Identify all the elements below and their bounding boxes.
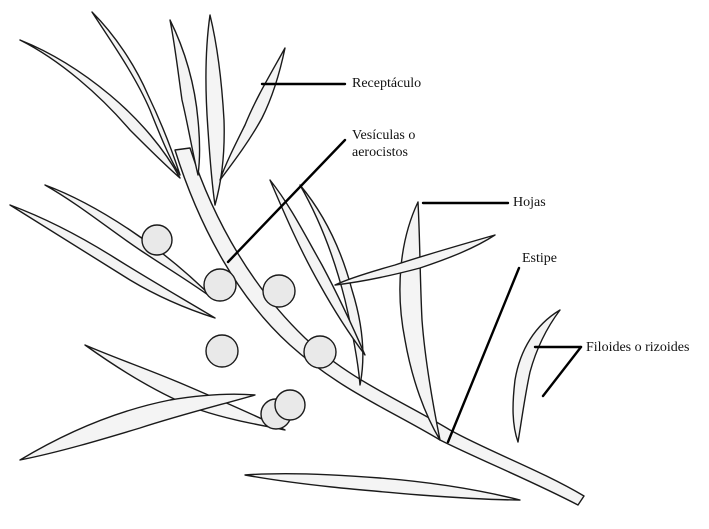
vesicle xyxy=(206,335,238,367)
vesicle xyxy=(142,225,172,255)
leaf-receptaculo xyxy=(220,48,285,180)
label-vesiculas: Vesículas o aerocistos xyxy=(352,127,442,161)
leaf-hojas xyxy=(400,202,440,440)
leaf-bottom xyxy=(245,474,520,500)
leaf-filoides xyxy=(513,310,560,442)
label-hojas: Hojas xyxy=(513,194,546,211)
leaf-left-4 xyxy=(20,394,255,460)
seaweed-illustration xyxy=(10,12,584,505)
label-filoides: Filoides o rizoides xyxy=(586,339,689,356)
leaf-top-2 xyxy=(20,40,180,178)
leader-line-filoides-2 xyxy=(543,347,581,396)
label-estipe: Estipe xyxy=(522,250,557,267)
leader-line-estipe xyxy=(448,268,519,442)
vesicle xyxy=(275,390,305,420)
vesicle xyxy=(204,269,236,301)
label-receptaculo: Receptáculo xyxy=(352,75,421,92)
vesicle xyxy=(263,275,295,307)
vesicle xyxy=(304,336,336,368)
